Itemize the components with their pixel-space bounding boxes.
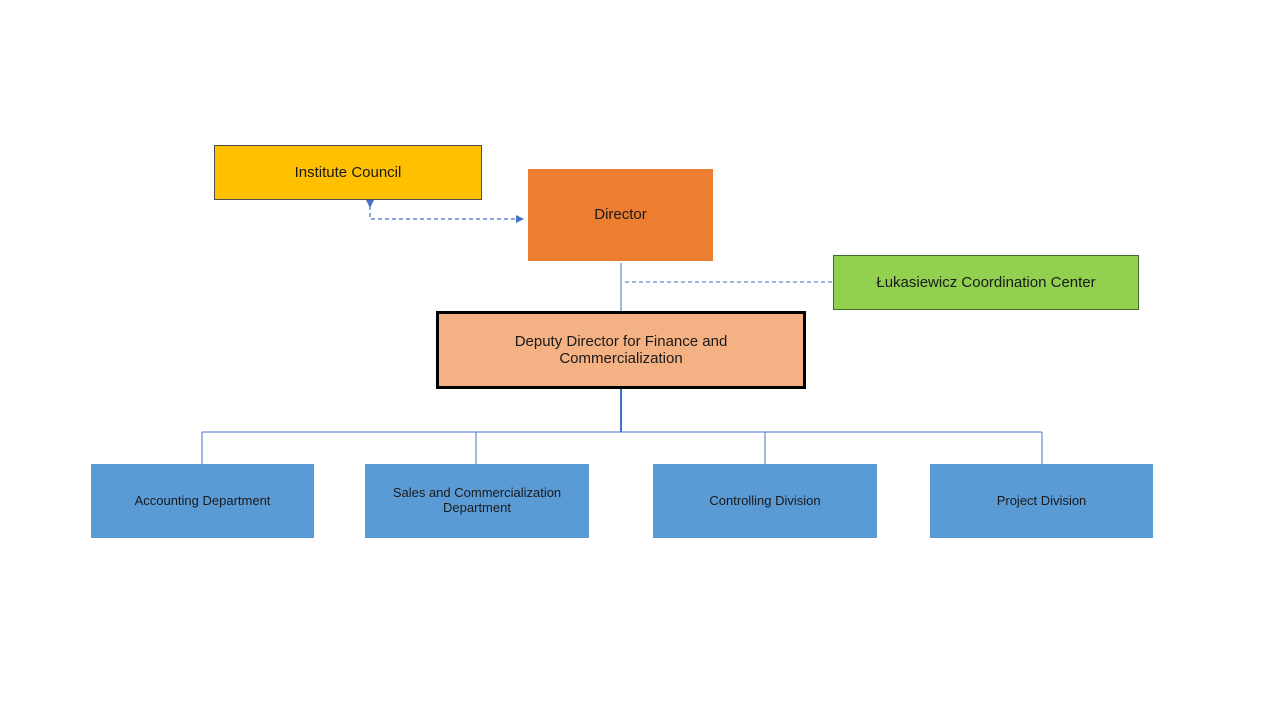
sales-department-label: Sales and Commercialization Department <box>392 485 562 515</box>
deputy-director-label: Deputy Director for Finance and Commerci… <box>514 332 728 367</box>
controlling-division-node: Controlling Division <box>653 464 877 538</box>
accounting-department-node: Accounting Department <box>91 464 314 538</box>
project-division-node: Project Division <box>930 464 1153 538</box>
director-label: Director <box>594 206 647 224</box>
sales-department-node: Sales and Commercialization Department <box>365 464 589 538</box>
council-director-link <box>366 200 524 223</box>
accounting-department-label: Accounting Department <box>134 492 271 508</box>
controlling-division-label: Controlling Division <box>709 492 821 508</box>
coordination-center-node: Łukasiewicz Coordination Center <box>833 255 1139 310</box>
project-division-label: Project Division <box>996 492 1087 508</box>
coordination-center-label: Łukasiewicz Coordination Center <box>876 273 1096 291</box>
institute-council-label: Institute Council <box>294 163 402 181</box>
director-node: Director <box>528 169 713 261</box>
institute-council-node: Institute Council <box>214 145 482 200</box>
deputy-director-node: Deputy Director for Finance and Commerci… <box>436 311 806 389</box>
